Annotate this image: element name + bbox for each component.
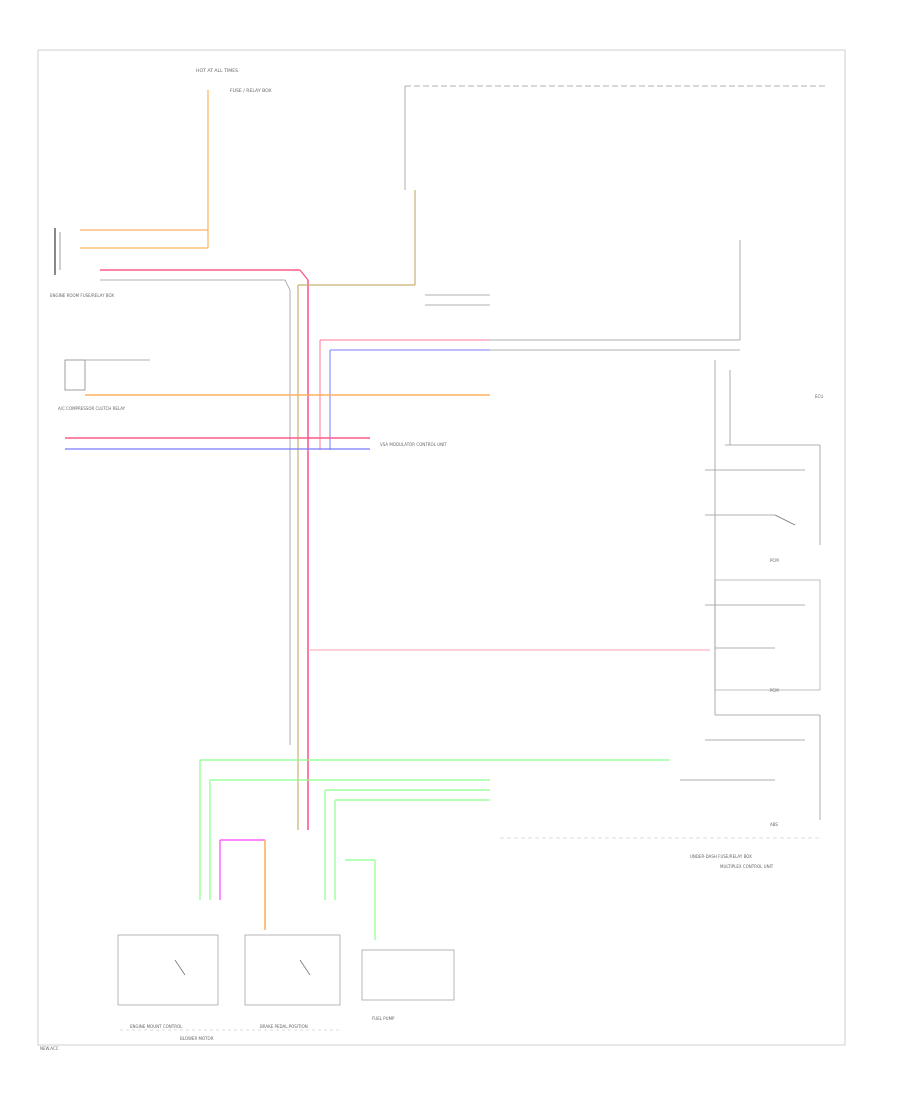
ac-compressor-circuit: A/C COMPRESSOR CLUTCH RELAY xyxy=(58,359,490,411)
bottom-component-right: FUEL PUMP xyxy=(361,949,455,1021)
label-bottom-right-1: FUEL PUMP xyxy=(372,1016,395,1021)
label-ecu: ECU xyxy=(815,394,823,399)
engine-room-box: ENGINE ROOM FUSE/RELAY BOX xyxy=(50,228,114,298)
label-module-2: PCM xyxy=(770,688,779,693)
label-under-dash-sub: MULTIPLEX CONTROL UNIT xyxy=(720,864,774,869)
green-wires xyxy=(199,759,670,940)
label-under-bottom: BLOWER MOTOR xyxy=(180,1036,214,1041)
relay-block-2: PCM xyxy=(705,579,821,693)
label-bottom-mid-1: BRAKE PEDAL POSITION xyxy=(260,1024,308,1029)
label-vsa: VSA MODULATOR CONTROL UNIT xyxy=(380,442,447,447)
right-bus: ECU xyxy=(714,240,823,716)
label-bottom-left-1: ENGINE MOUNT CONTROL xyxy=(130,1024,183,1029)
diagram-border xyxy=(37,49,846,1046)
relay-block-1: PCM xyxy=(705,469,805,563)
bottom-component-mid: BRAKE PEDAL POSITION xyxy=(244,934,341,1029)
center-connectors xyxy=(319,294,740,450)
label-ac-compressor: A/C COMPRESSOR CLUTCH RELAY xyxy=(58,406,126,411)
label-module-3: ABS xyxy=(770,822,778,827)
top-left-feed: HOT AT ALL TIMES FUSE / RELAY BOX xyxy=(80,68,272,249)
label-module-1: PCM xyxy=(770,558,779,563)
label-engine-room-box: ENGINE ROOM FUSE/RELAY BOX xyxy=(50,293,114,298)
pink-wires xyxy=(100,269,309,830)
relay-block-3: ABS xyxy=(680,715,821,827)
label-under-dash: UNDER-DASH FUSE/RELAY BOX xyxy=(690,854,752,859)
bottom-component-left: ENGINE MOUNT CONTROL xyxy=(117,934,219,1029)
footer-code: NEW.ACC xyxy=(40,1046,59,1051)
label-top-left-fuse: FUSE / RELAY BOX xyxy=(230,88,272,94)
label-top-left-feed: HOT AT ALL TIMES xyxy=(196,68,238,74)
